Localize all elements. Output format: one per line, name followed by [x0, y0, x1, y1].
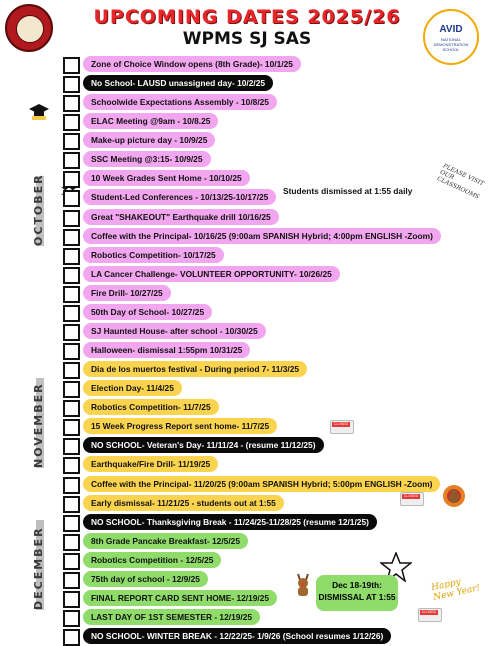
star-icon	[380, 552, 412, 582]
page-subtitle: WPMS SJ SAS	[182, 29, 312, 49]
event-checkbox[interactable]	[63, 610, 80, 627]
event-checkbox[interactable]	[63, 496, 80, 513]
december-dismissal-note: Dec 18-19th: DISMISSAL AT 1:55	[316, 575, 398, 611]
event-item: Halloween- dismissal 1:55pm 10/31/25	[83, 342, 251, 358]
closed-sign-icon: CLOSED	[330, 420, 354, 434]
event-checkbox[interactable]	[63, 343, 80, 360]
event-item: Election Day- 11/4/25	[83, 380, 182, 396]
event-checkbox[interactable]	[63, 76, 80, 93]
event-item: Robotics Competition- 10/17/25	[83, 247, 224, 263]
event-checkbox[interactable]	[63, 267, 80, 284]
event-item: Robotics Competition- 11/7/25	[83, 399, 219, 415]
event-item: Student-Led Conferences - 10/13/25-10/17…	[83, 189, 277, 205]
event-checkbox[interactable]	[63, 400, 80, 417]
event-item: ELAC Meeting @9am - 10/8.25	[83, 113, 219, 129]
event-checkbox[interactable]	[63, 477, 80, 494]
event-item: 8th Grade Pancake Breakfast- 12/5/25	[83, 533, 248, 549]
month-label-december: DECEMBER	[32, 526, 45, 610]
event-item: 50th Day of School- 10/27/25	[83, 304, 213, 320]
event-item: NO SCHOOL- Thanksgiving Break - 11/24/25…	[83, 514, 377, 530]
school-seal-logo	[5, 4, 53, 52]
month-bar-november	[36, 378, 44, 468]
event-checkbox[interactable]	[63, 305, 80, 322]
event-item: Dia de los muertos festival - During per…	[83, 361, 308, 377]
event-checkbox[interactable]	[63, 229, 80, 246]
event-item: Coffee with the Principal- 10/16/25 (9:0…	[83, 228, 441, 244]
month-label-october: OCTOBER	[32, 173, 45, 246]
event-checkbox[interactable]	[63, 534, 80, 551]
event-checkbox[interactable]	[63, 457, 80, 474]
event-checkbox[interactable]	[63, 381, 80, 398]
closed-sign-icon: CLOSED	[400, 492, 424, 506]
event-item: 10 Week Grades Sent Home - 10/10/25	[83, 170, 250, 186]
event-checkbox[interactable]	[63, 362, 80, 379]
event-item: SSC Meeting @3:15- 10/9/25	[83, 151, 211, 167]
month-bar-december	[36, 520, 44, 610]
event-item: Earthquake/Fire Drill- 11/19/25	[83, 456, 219, 472]
event-checkbox[interactable]	[63, 629, 80, 646]
event-item: Robotics Competition - 12/5/25	[83, 552, 222, 568]
dismissal-note: Students dismissed at 1:55 daily	[283, 186, 413, 196]
event-item: Coffee with the Principal- 11/20/25 (9:0…	[83, 476, 441, 492]
event-item: NO SCHOOL- Veteran's Day- 11/11/24 - (re…	[83, 437, 324, 453]
event-item: Fire Drill- 10/27/25	[83, 285, 171, 301]
event-item: 15 Week Progress Report sent home- 11/7/…	[83, 418, 278, 434]
event-item: NO SCHOOL- WINTER BREAK - 12/22/25- 1/9/…	[83, 628, 392, 644]
event-checkbox[interactable]	[63, 95, 80, 112]
event-checkbox[interactable]	[63, 57, 80, 74]
please-visit-note: PLEASE VISIT OUR CLASSROOMS	[435, 162, 485, 201]
event-checkbox[interactable]	[63, 515, 80, 532]
page-title: UPCOMING DATES 2025/26	[93, 6, 401, 28]
happy-new-year-text: Happy New Year!	[430, 577, 482, 603]
event-item: 75th day of school - 12/9/25	[83, 571, 208, 587]
event-item: Make-up picture day - 10/9/25	[83, 132, 216, 148]
graduation-cap-icon	[29, 104, 49, 120]
event-item: SJ Haunted House- after school - 10/30/2…	[83, 323, 266, 339]
month-bar-october	[36, 176, 44, 246]
event-checkbox[interactable]	[63, 553, 80, 570]
turkey-icon	[443, 485, 465, 507]
event-item: LAST DAY OF 1ST SEMESTER - 12/19/25	[83, 609, 261, 625]
event-item: Great "SHAKEOUT" Earthquake drill 10/16/…	[83, 209, 279, 225]
event-checkbox[interactable]	[63, 152, 80, 169]
event-checkbox[interactable]	[63, 171, 80, 188]
event-item: Early dismissal- 11/21/25 - students out…	[83, 495, 284, 511]
event-item: FINAL REPORT CARD SENT HOME- 12/19/25	[83, 590, 278, 606]
event-checkbox[interactable]	[63, 210, 80, 227]
event-checkbox[interactable]	[63, 419, 80, 436]
event-checkbox[interactable]	[63, 133, 80, 150]
month-label-november: NOVEMBER	[32, 382, 45, 468]
avid-logo: AVID NATIONAL DEMONSTRATION SCHOOL	[423, 9, 479, 65]
event-checkbox[interactable]	[63, 591, 80, 608]
event-checkbox[interactable]	[63, 572, 80, 589]
event-checkbox[interactable]	[63, 438, 80, 455]
event-item: LA Cancer Challenge- VOLUNTEER OPPORTUNI…	[83, 266, 340, 282]
reindeer-icon	[297, 573, 309, 596]
closed-sign-icon: CLOSED	[418, 608, 442, 622]
event-item: No School- LAUSD unassigned day- 10/2/25	[83, 75, 274, 91]
event-checkbox[interactable]	[63, 190, 80, 207]
event-checkbox[interactable]	[63, 114, 80, 131]
event-item: Zone of Choice Window opens (8th Grade)-…	[83, 56, 301, 72]
event-checkbox[interactable]	[63, 248, 80, 265]
event-checkbox[interactable]	[63, 324, 80, 341]
event-item: Schoolwide Expectations Assembly - 10/8/…	[83, 94, 277, 110]
event-checkbox[interactable]	[63, 286, 80, 303]
